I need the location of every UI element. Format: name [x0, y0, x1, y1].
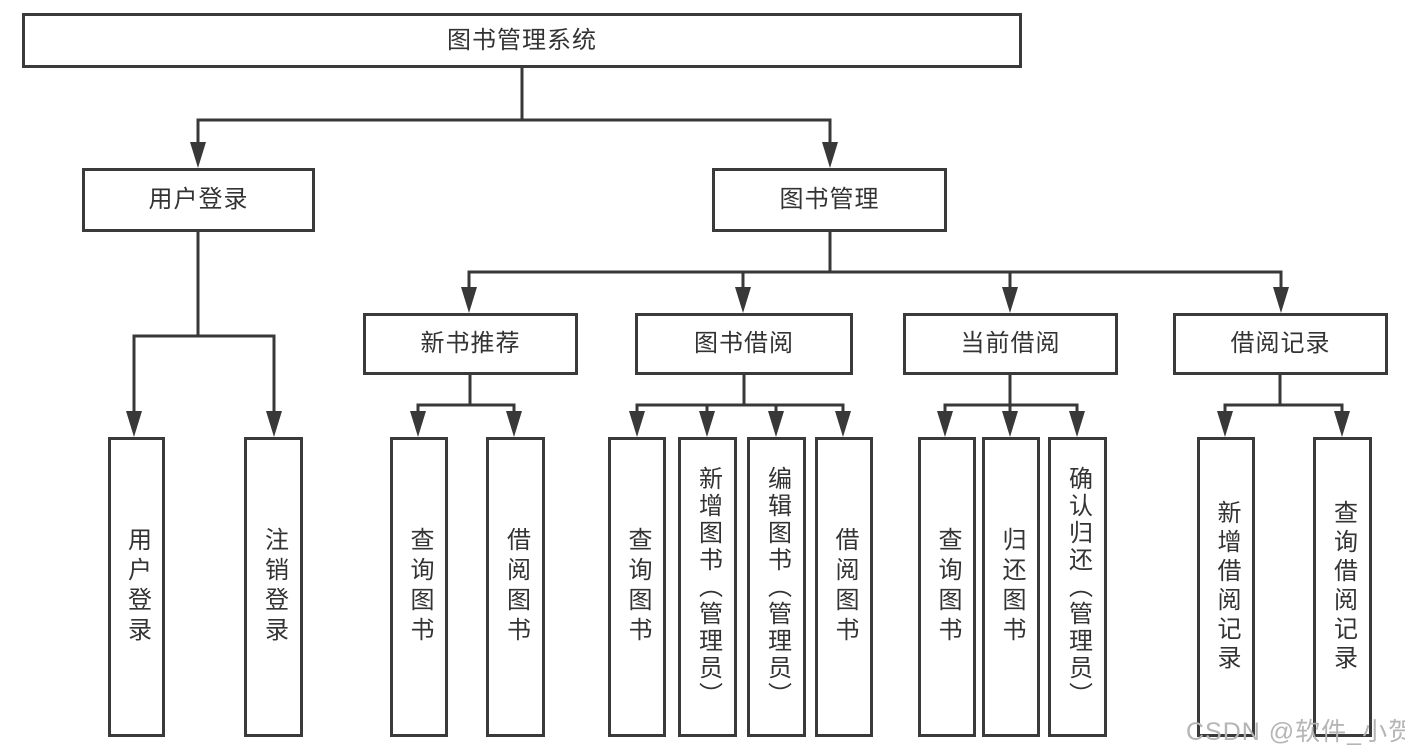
- leaf-return-book: 归还图书: [982, 437, 1040, 737]
- node-new-book-recommend: 新书推荐: [363, 313, 578, 375]
- leaf-edit-book-admin: 编辑图书（管理员）: [747, 437, 806, 737]
- node-system-root: 图书管理系统: [22, 13, 1022, 68]
- leaf-confirm-return-admin: 确认归还（管理员）: [1048, 437, 1107, 737]
- node-current-borrowing: 当前借阅: [903, 313, 1118, 375]
- leaf-query-book-recommend: 查询图书: [390, 437, 448, 737]
- leaf-borrow-book: 借阅图书: [815, 437, 873, 737]
- leaf-query-borrow-record: 查询借阅记录: [1313, 437, 1372, 737]
- node-user-login: 用户登录: [82, 168, 315, 232]
- leaf-logout: 注销登录: [244, 437, 303, 737]
- node-book-borrowing: 图书借阅: [635, 313, 853, 375]
- node-book-management: 图书管理: [712, 168, 947, 232]
- leaf-query-book-current: 查询图书: [918, 437, 976, 737]
- leaf-user-login: 用户登录: [108, 437, 165, 737]
- node-borrow-records: 借阅记录: [1173, 313, 1388, 375]
- arrowheads: [126, 142, 1350, 437]
- leaf-add-borrow-record: 新增借阅记录: [1197, 437, 1255, 737]
- leaf-add-book-admin: 新增图书（管理员）: [678, 437, 737, 737]
- leaf-borrow-book-recommend: 借阅图书: [486, 437, 545, 737]
- leaf-query-book-borrowing: 查询图书: [608, 437, 666, 737]
- csdn-watermark: CSDN @软件_小贺同学: [1186, 718, 1405, 746]
